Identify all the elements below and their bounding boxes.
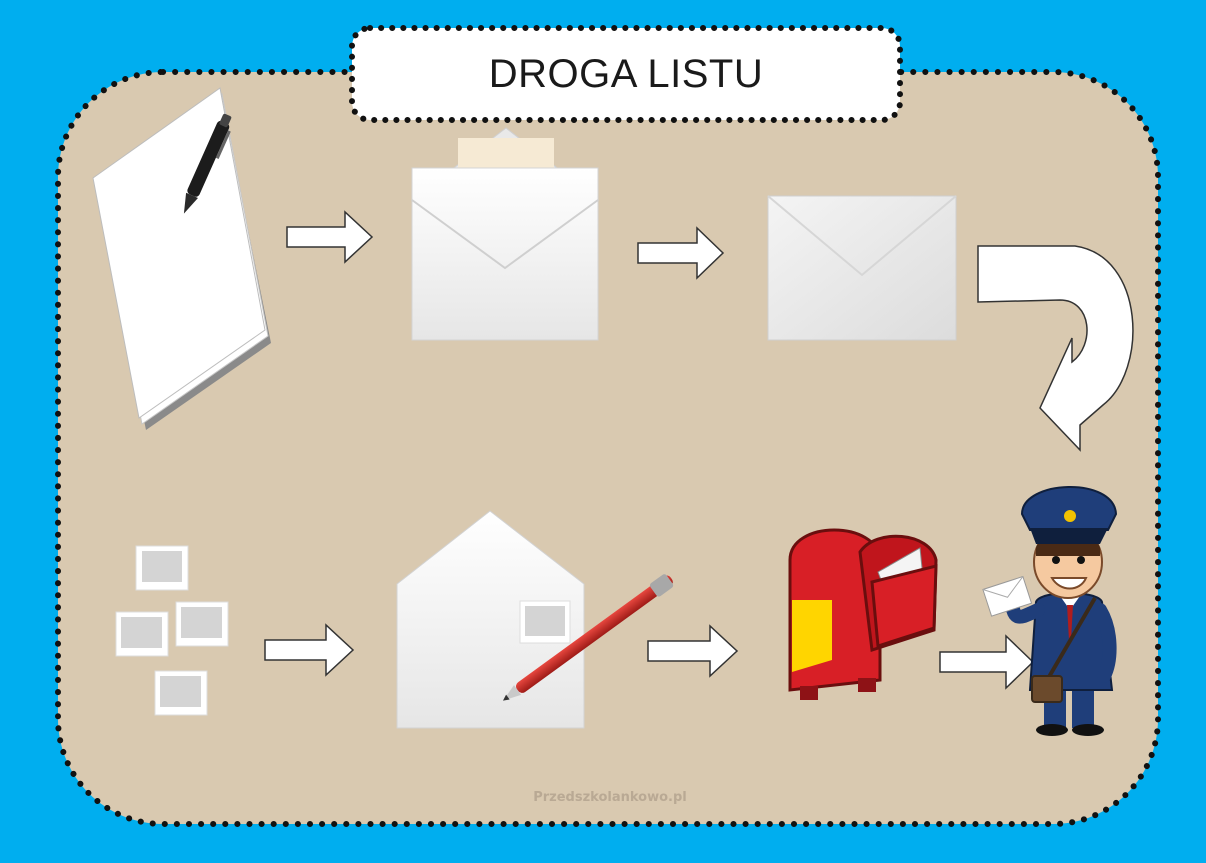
title-box	[349, 25, 903, 123]
curved-arrow	[977, 245, 1134, 452]
arrow-3	[264, 623, 355, 677]
sealed-envelope-icon	[767, 195, 957, 341]
mailbox-icon	[788, 528, 938, 700]
page-title: DROGA LISTU	[488, 51, 764, 96]
watermark: Przedszkolankowo.pl	[533, 790, 687, 805]
arrow-5	[939, 634, 1035, 690]
arrow-1	[286, 210, 374, 264]
open-envelope-icon	[410, 127, 600, 341]
addressed-envelope-icon	[396, 510, 674, 729]
paper-and-pen-icon	[92, 87, 271, 430]
postman-icon	[982, 486, 1118, 736]
arrow-4	[647, 624, 739, 678]
stamps-icon	[115, 545, 229, 716]
arrow-2	[637, 226, 725, 280]
